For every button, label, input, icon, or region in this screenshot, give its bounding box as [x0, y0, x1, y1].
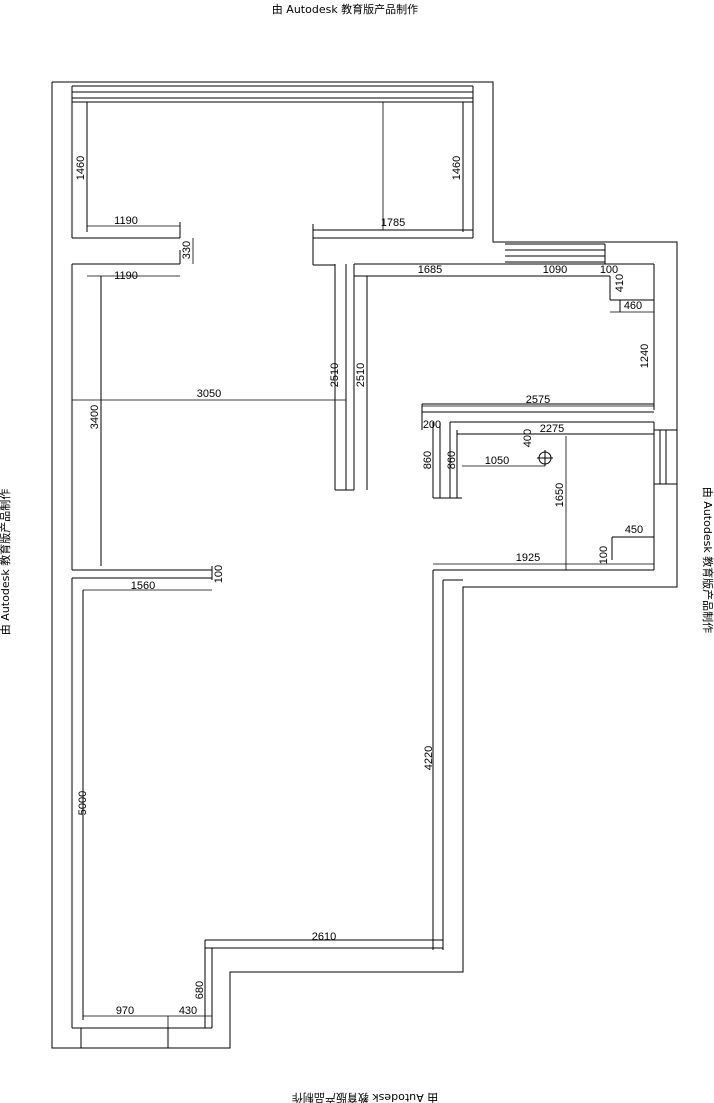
right-lower-wall: [432, 436, 655, 950]
bottom-step-wall: [72, 939, 443, 1029]
top-window: [71, 85, 474, 230]
dim-inner-height-b: 860: [446, 451, 458, 469]
dim-inner-width-b: 1050: [485, 455, 509, 467]
dim-right-small-width: 450: [625, 524, 643, 536]
dim-ledge-width: 1560: [131, 580, 155, 592]
dim-mid-width: 2575: [526, 394, 550, 406]
top-left-room-wall: [71, 102, 464, 239]
dim-wall-small-c: 460: [624, 300, 642, 312]
dim-lower-width: 1925: [516, 552, 540, 564]
dim-top-right-height: 1460: [451, 156, 463, 180]
dim-partition-a: 2510: [329, 363, 341, 387]
dim-wall-small-b: 410: [614, 274, 626, 292]
right-rooms-wall: [354, 243, 655, 430]
dim-bottom-width-a: 970: [116, 1005, 134, 1017]
top-middle-wall: [312, 224, 474, 265]
door-gap-left: [71, 238, 194, 570]
dim-wall-width-b: 1090: [543, 264, 567, 276]
watermark-left: 由 Autodesk 教育版产品制作: [0, 489, 12, 635]
partition-walls: [313, 264, 368, 491]
dim-inner-small: 200: [423, 419, 441, 431]
watermark-top: 由 Autodesk 教育版产品制作: [272, 2, 418, 16]
dim-bottom-width: 2610: [312, 931, 336, 943]
dim-lower-left-width: 1190: [114, 270, 138, 282]
dim-door-gap: 330: [181, 241, 193, 259]
dim-left-height: 5000: [77, 791, 89, 815]
dim-right-small-height: 100: [598, 546, 610, 564]
dim-wall-width-a: 1685: [418, 264, 442, 276]
dim-bottom-width-b: 430: [179, 1005, 197, 1017]
watermark-right: 由 Autodesk 教育版产品制作: [701, 487, 714, 633]
dim-inner-width: 2275: [540, 423, 564, 435]
dim-bottom-step-height: 680: [194, 981, 206, 999]
dim-right-height: 1240: [639, 344, 651, 368]
dim-inner-height-a: 860: [422, 451, 434, 469]
dim-partition-b: 2510: [355, 363, 367, 387]
outer-wall: [51, 81, 678, 1049]
dim-top-middle-width: 1785: [381, 217, 405, 229]
dim-top-left-width: 1190: [114, 215, 138, 227]
dim-top-left-height: 1460: [75, 156, 87, 180]
dim-right-long-height: 4220: [423, 746, 435, 770]
dim-room-width: 3050: [197, 388, 221, 400]
watermark-bottom: 由 Autodesk 教育版产品制作: [292, 1091, 438, 1103]
dim-wall-small-a: 100: [600, 264, 618, 276]
middle-ledge-wall: [71, 566, 213, 1028]
dim-inner-small-b: 400: [522, 429, 534, 447]
dim-room-height: 3400: [89, 405, 101, 429]
dim-inner-height-c: 1650: [554, 483, 566, 507]
inner-room-wall: [432, 421, 677, 499]
dim-ledge-height: 100: [213, 565, 225, 583]
